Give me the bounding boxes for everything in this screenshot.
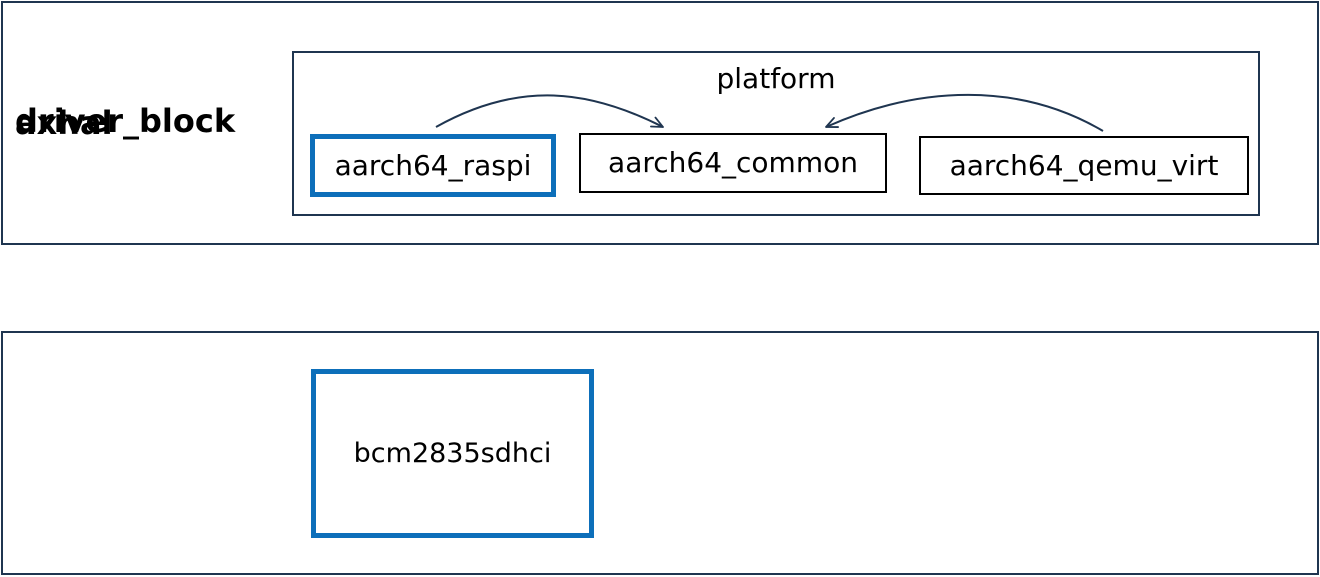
crate-aarch64-raspi[interactable]: aarch64_raspi xyxy=(310,134,556,197)
platform-group: platform xyxy=(292,51,1260,216)
axhal-module-label: axhal xyxy=(15,104,113,142)
driver-block-module xyxy=(1,331,1319,575)
crate-aarch64-common[interactable]: aarch64_common xyxy=(579,133,887,193)
crate-bcm2835sdhci[interactable]: bcm2835sdhci xyxy=(311,369,594,538)
driver-block-module-label: driver_block xyxy=(15,102,236,140)
platform-group-title: platform xyxy=(716,62,836,95)
crate-aarch64-qemu-virt[interactable]: aarch64_qemu_virt xyxy=(919,136,1249,195)
